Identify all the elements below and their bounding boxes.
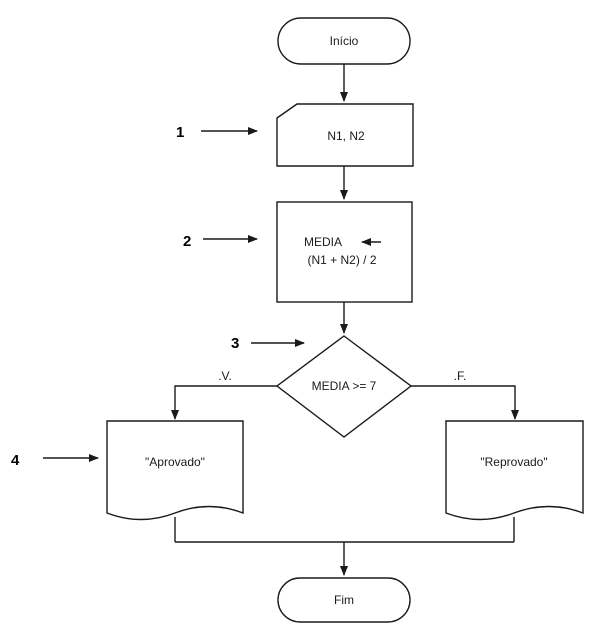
start-terminal: Início — [277, 17, 411, 65]
output-failed-label: "Reprovado" — [480, 455, 547, 469]
output-failed-document: "Reprovado" — [445, 420, 584, 521]
process-expression-label: (N1 + N2) / 2 — [307, 253, 376, 267]
output-approved-document: "Aprovado" — [106, 420, 244, 521]
marker-2: 2 — [183, 233, 258, 250]
connector-false-branch — [411, 385, 519, 420]
end-terminal: Fim — [277, 577, 411, 623]
input-shape: N1, N2 — [276, 103, 414, 167]
false-branch-label: .F. — [454, 369, 467, 383]
marker-2-label: 2 — [183, 233, 191, 250]
marker-3: 3 — [231, 335, 305, 352]
decision-diamond: MEDIA >= 7 — [275, 335, 413, 438]
decision-label: MEDIA >= 7 — [312, 379, 377, 393]
marker-1: 1 — [176, 124, 258, 141]
start-label: Início — [330, 34, 359, 48]
marker-4-label: 4 — [11, 452, 20, 469]
process-variable-label: MEDIA — [304, 235, 342, 249]
marker-1-label: 1 — [176, 124, 184, 141]
end-label: Fim — [334, 593, 354, 607]
marker-4: 4 — [11, 452, 99, 469]
output-approved-label: "Aprovado" — [145, 455, 205, 469]
true-branch-label: .V. — [218, 369, 232, 383]
process-box: MEDIA (N1 + N2) / 2 — [276, 201, 413, 303]
marker-3-label: 3 — [231, 335, 239, 352]
input-label: N1, N2 — [327, 129, 365, 143]
connector-true-branch — [171, 385, 277, 420]
